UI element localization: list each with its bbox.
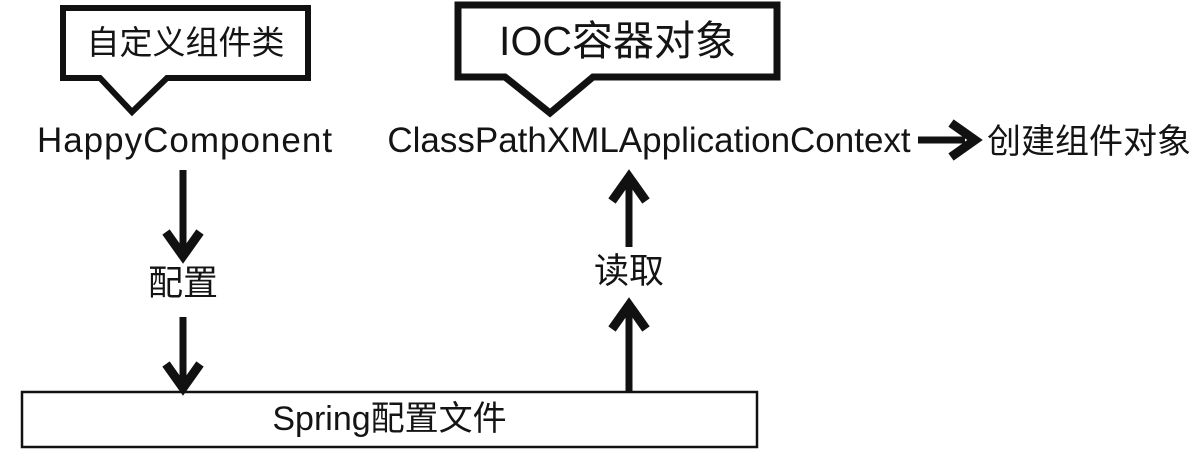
callout-label-ioc-container: IOC容器对象 — [499, 18, 736, 64]
node-happy-component: HappyComponent — [36, 121, 334, 160]
node-create-component-object: 创建组件对象 — [987, 123, 1191, 161]
edge-label-configure: 配置 — [147, 264, 218, 303]
speech-bubble-ioc-container — [454, 1, 781, 118]
edge-label-read: 读取 — [593, 252, 664, 291]
arrow-context-to-create-object — [918, 119, 983, 161]
arrow-happycomponent-to-configure — [162, 170, 204, 264]
speech-bubble-custom-component-class — [60, 5, 311, 117]
arrow-springfile-to-read — [608, 297, 650, 392]
node-spring-config-file: Spring配置文件 — [272, 400, 507, 438]
callout-label-custom-component-class: 自定义组件类 — [86, 24, 285, 61]
spring-config-file-box — [20, 390, 759, 449]
node-classpath-xml-application-context: ClassPathXMLApplicationContext — [387, 121, 911, 160]
arrow-configure-to-springfile — [162, 317, 204, 396]
arrow-read-to-context — [608, 169, 650, 247]
